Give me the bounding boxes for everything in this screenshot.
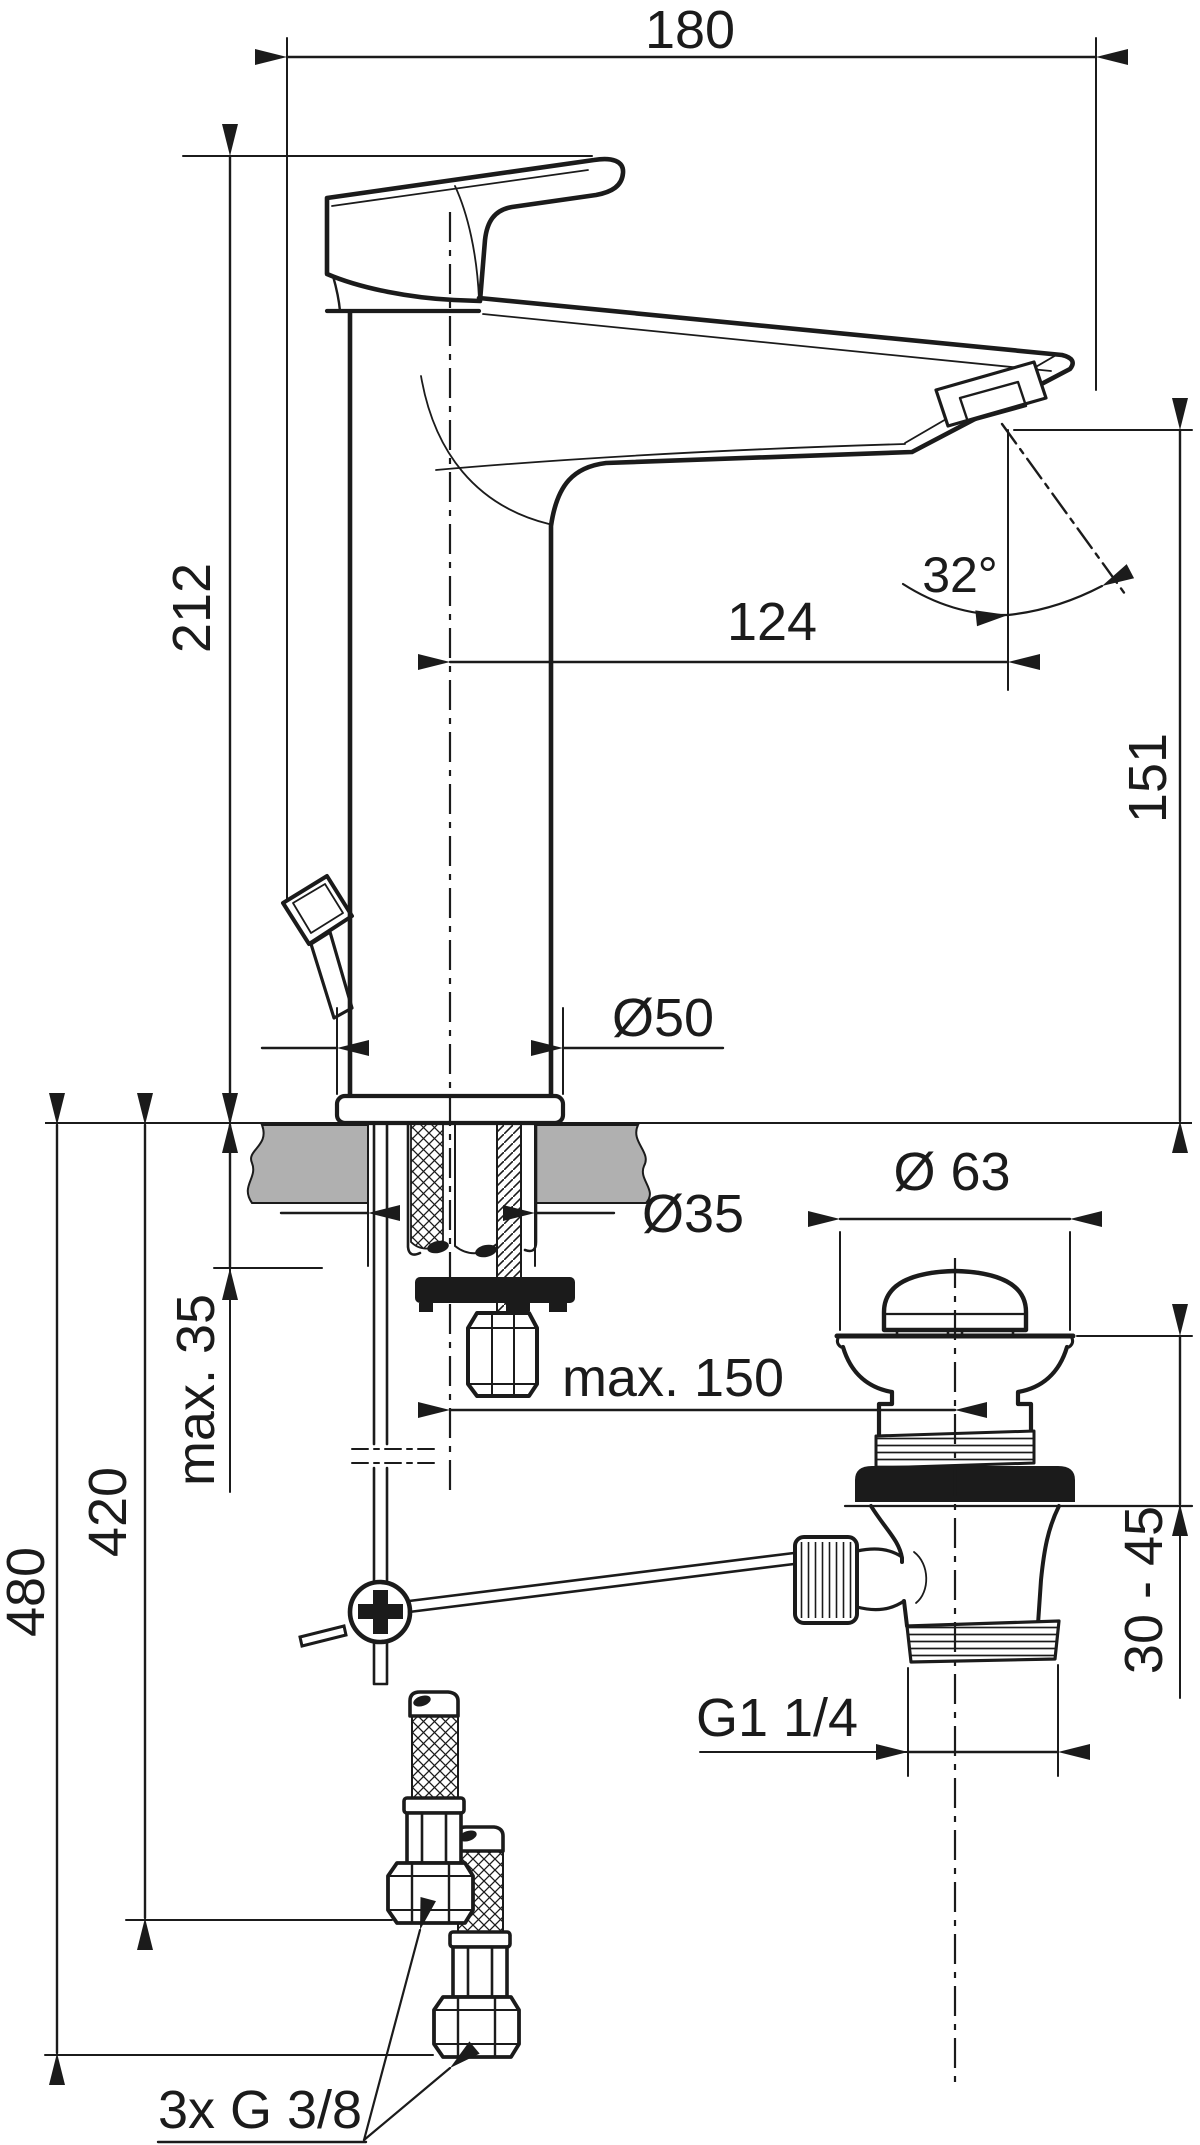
hose1-braided-section	[411, 1715, 459, 1799]
spray-angle-axis-line	[1000, 422, 1127, 596]
spout-lower-inner-line	[435, 443, 906, 471]
spout-and-body-right-outline	[476, 295, 1075, 1099]
fixing-washer	[415, 1277, 575, 1303]
waste-outlet-thread	[907, 1621, 1059, 1662]
hose1-cage	[405, 1811, 463, 1865]
waste-funnel-right	[1015, 1344, 1070, 1437]
angle-arc-arrows	[975, 564, 1135, 627]
supply-hose-in-shank-plain	[454, 1122, 498, 1255]
counter-slab-left	[246, 1124, 369, 1204]
handle-top-inner-line	[331, 169, 589, 207]
dimension-labels: 180 212 124 32° 151 Ø50 Ø35 Ø 63 max. 35…	[0, 0, 1178, 2140]
linkage-stub-left	[298, 1624, 348, 1648]
pull-rod-knob-stem	[309, 930, 354, 1020]
dim-63-extension-lines	[839, 1231, 1071, 1331]
dim-label-420: 420	[78, 1467, 138, 1557]
washer-foot-left	[419, 1303, 433, 1312]
hose-end-dot-2	[475, 1244, 497, 1258]
side-port-bottom	[855, 1599, 906, 1612]
hose1-nut-facets	[410, 1863, 451, 1923]
pivot-cross-icon	[358, 1590, 403, 1634]
dim-label-dia50: Ø50	[612, 988, 714, 1048]
pop-up-waste-assembly	[793, 1268, 1194, 1664]
shank-wall-left	[406, 1121, 422, 1256]
side-port-top	[855, 1547, 904, 1559]
pull-rod-knob-inner-line	[292, 883, 344, 934]
hose1-hex-nut	[386, 1861, 475, 1925]
waste-rubber-gasket	[855, 1466, 1075, 1502]
waste-body-left-lower	[902, 1599, 909, 1628]
dim-g114-extension-lines	[907, 1664, 1059, 1777]
dim-label-dia35: Ø35	[642, 1184, 744, 1244]
dim-label-151: 151	[1118, 733, 1178, 823]
dim-label-212: 212	[162, 563, 222, 653]
rod-lower-stub	[372, 1640, 389, 1686]
linkage-knurled-nut-knurl	[800, 1542, 852, 1618]
dimensions	[44, 37, 1193, 2144]
hose2-end-dot	[459, 1830, 477, 1842]
counter-section	[45, 1122, 1192, 1204]
washer-foot-right	[549, 1303, 567, 1312]
dim-label-dia63: Ø 63	[893, 1142, 1010, 1202]
supply-hose-front	[386, 1690, 475, 1925]
dim-label-3045: 30 - 45	[1114, 1506, 1174, 1674]
dim-180-extension-lines	[286, 37, 1097, 900]
hose1-collar	[402, 1796, 466, 1815]
waste-upper-thread-band	[876, 1431, 1034, 1468]
dim-label-max150: max. 150	[562, 1348, 784, 1408]
hose2-cage	[451, 1945, 509, 1999]
hose2-cage-slots	[466, 1947, 494, 1997]
waste-flange-edge-curls	[835, 1334, 1075, 1349]
supply-hose-in-shank-braided	[410, 1122, 444, 1250]
waste-funnel-left	[840, 1344, 895, 1437]
leader-g38-to-hose1	[362, 1897, 436, 2142]
aerator-inner-frame	[958, 380, 1028, 424]
hose-end-dot-1	[427, 1240, 449, 1254]
counter-slab-right	[534, 1124, 651, 1204]
hose2-collar	[448, 1930, 512, 1949]
dim-label-124: 124	[727, 592, 817, 652]
spout-top-inner-line	[482, 313, 1052, 372]
waste-body-right	[1036, 1504, 1061, 1626]
dim-label-180: 180	[645, 0, 735, 60]
hex-nut-chamfer-lines	[468, 1327, 537, 1385]
handle-lever	[324, 156, 626, 304]
faucet	[281, 156, 1075, 1126]
dim-label-480: 480	[0, 1547, 56, 1637]
washer-foot-middle	[506, 1303, 530, 1311]
handle-inner-curve	[454, 185, 480, 300]
fixing-set	[415, 1277, 575, 1398]
dim-label-g38: 3x G 3/8	[158, 2080, 362, 2140]
linkage-rod-to-waste	[407, 1551, 796, 1614]
handle-base-joint	[331, 274, 342, 313]
rod-break-symbol	[351, 1448, 435, 1464]
spout-belly-inner-curve	[420, 375, 550, 525]
hex-nut-facet-lines	[491, 1313, 515, 1396]
pop-up-linkage	[298, 1121, 796, 1686]
leader-g38-to-hose2	[362, 2041, 480, 2142]
pull-rod	[372, 1121, 389, 1585]
hose1-cage-slots	[420, 1813, 448, 1863]
dim-label-32deg: 32°	[922, 547, 998, 603]
dim-label-g114: G1 1/4	[696, 1688, 858, 1748]
dim-label-max35: max. 35	[166, 1294, 226, 1486]
side-port-inner-arc	[913, 1551, 928, 1604]
hose1-end-dot	[413, 1695, 431, 1707]
hose2-hex-nut	[432, 1995, 521, 2059]
